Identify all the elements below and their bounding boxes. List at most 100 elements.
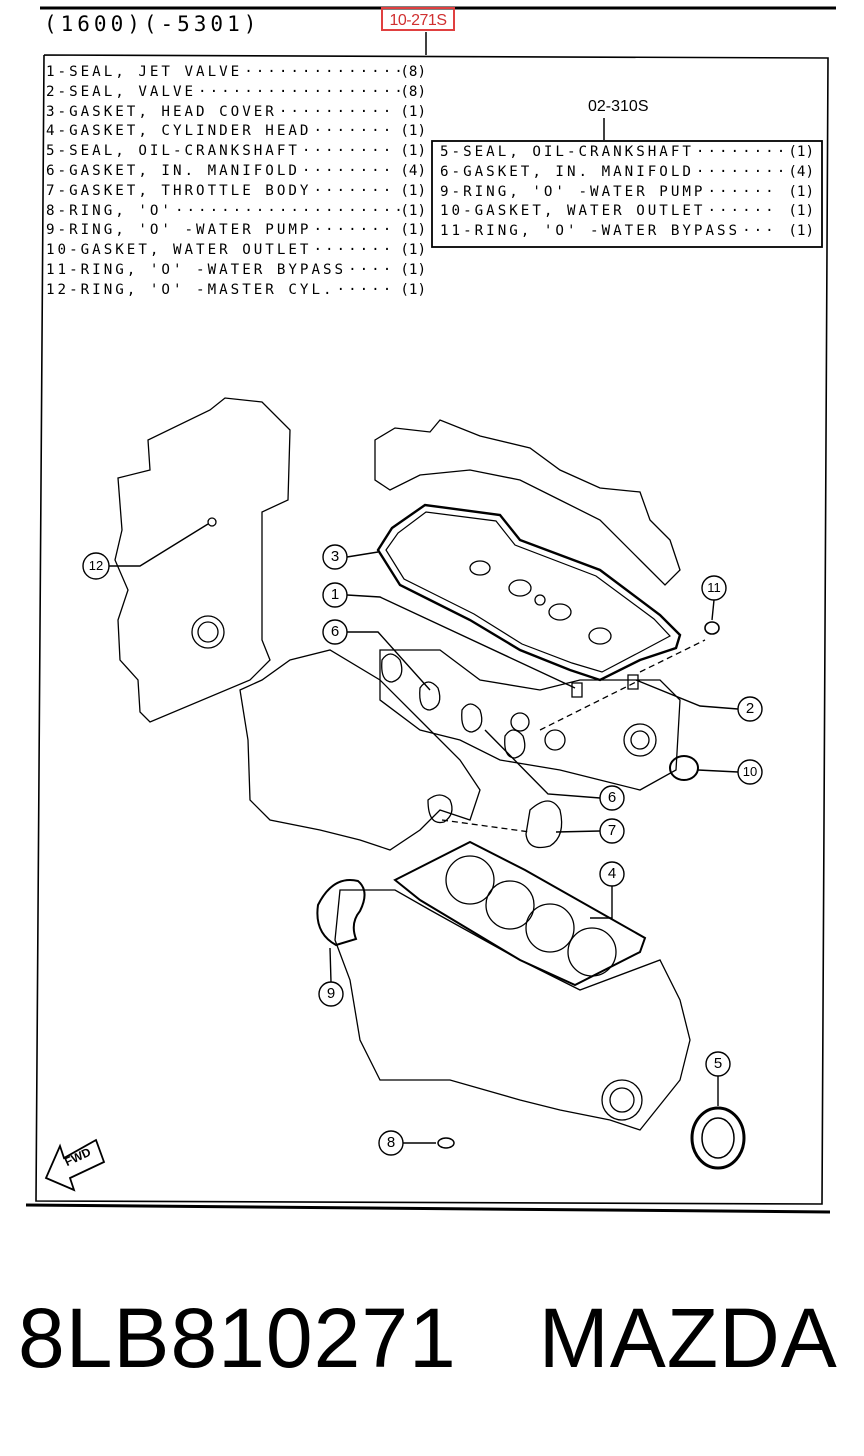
callout-number: 8 [386, 1134, 396, 1151]
part-name: 11-RING, 'O' -WATER BYPASS [46, 261, 347, 278]
fwd-arrow-icon [44, 1138, 106, 1192]
part-qty: (8) [400, 83, 426, 100]
part-qty: (8) [400, 64, 426, 80]
callout-number: 4 [607, 865, 617, 882]
leader-dots: ·············· [244, 64, 406, 80]
part-name: 7-GASKET, THROTTLE BODY [46, 182, 312, 199]
part-name: 8-RING, 'O' [46, 202, 173, 219]
part-qty: (1) [400, 123, 426, 140]
parts-list-row: 12-RING, 'O' -MASTER CYL.····· (1) [46, 282, 426, 302]
engine-drawing [114, 397, 746, 1170]
leader-dots: ···················· [174, 202, 406, 219]
part-qty: (1) [400, 222, 426, 239]
part-name: 9-RING, 'O' -WATER PUMP [440, 183, 706, 200]
part-name: 2-SEAL, VALVE [46, 83, 197, 100]
parts-list-row: 6-GASKET, IN. MANIFOLD········ (4) [46, 163, 426, 183]
parts-list-row: 10-GASKET, WATER OUTLET······(1) [440, 203, 814, 223]
callout-number: 11 [707, 580, 721, 595]
part-qty: (1) [400, 182, 426, 199]
parts-list-row: 1-SEAL, JET VALVE··············(8) [46, 64, 426, 84]
o-ring [437, 1137, 455, 1149]
footer-text: 8LB810271 MAZDA [18, 1290, 838, 1387]
subkit-list: 5-SEAL, OIL-CRANKSHAFT········(1)6-GASKE… [440, 144, 814, 243]
callout-number: 2 [745, 700, 755, 717]
bottom-rule [25, 1203, 831, 1214]
part-qty: (1) [400, 242, 426, 259]
water-outlet-gasket [669, 755, 699, 781]
leader-dots: ······ [707, 203, 777, 220]
engine-block [239, 649, 481, 851]
part-name: 9-RING, 'O' -WATER PUMP [46, 222, 312, 239]
callout-number: 5 [713, 1055, 723, 1072]
part-qty: (1) [788, 223, 814, 240]
leader-dots: ····· [336, 281, 395, 298]
leader-dots: ······· [313, 222, 395, 239]
valve-seal [627, 674, 639, 690]
leader-dots: ······· [313, 123, 395, 140]
callout-number: 10 [742, 764, 758, 779]
part-name: 6-GASKET, IN. MANIFOLD [440, 163, 694, 180]
parts-list-row: 4-GASKET, CYLINDER HEAD······· (1) [46, 123, 426, 143]
parts-list-row: 11-RING, 'O' -WATER BYPASS··· (1) [440, 223, 814, 243]
part-name: 11-RING, 'O' -WATER BYPASS [440, 223, 741, 240]
part-qty: (1) [788, 144, 814, 160]
model-range: (1600)(-5301) [44, 12, 261, 36]
parts-list-row: 5-SEAL, OIL-CRANKSHAFT········(1) [440, 144, 814, 164]
cylinder-head-cover-outline [374, 419, 681, 586]
leader-dots: ··· [742, 223, 777, 240]
valve-seal-jet [571, 682, 583, 698]
leader-dots: ······· [313, 182, 395, 199]
throttle-body-gasket [525, 800, 563, 849]
leader-dots: ········ [695, 144, 789, 160]
part-name: 6-GASKET, IN. MANIFOLD [46, 162, 300, 179]
leader-dots: ···· [348, 261, 395, 278]
subkit-code: 02-310S [588, 98, 649, 115]
part-name: 1-SEAL, JET VALVE [46, 64, 243, 80]
part-qty: (1) [400, 281, 426, 298]
leader-dots: ········ [301, 162, 395, 179]
leader-dots: ········ [301, 143, 395, 160]
parts-list-row: 5-SEAL, OIL-CRANKSHAFT········(1) [46, 143, 426, 163]
leader-dots: ·················· [198, 83, 406, 100]
callouts [82, 523, 763, 1156]
callout-number: 12 [88, 558, 104, 573]
head-gasket [393, 840, 647, 987]
intake-gasket-a [381, 653, 403, 683]
timing-cover-seal [191, 615, 225, 649]
part-name: 10-GASKET, WATER OUTLET [46, 242, 312, 259]
water-pump-ring [316, 879, 366, 947]
part-name: 3-GASKET, HEAD COVER [46, 103, 277, 120]
part-qty: (4) [788, 163, 814, 180]
part-qty: (4) [400, 162, 426, 179]
timing-cover [114, 397, 291, 723]
callout-number: 7 [607, 822, 617, 839]
part-qty: (1) [788, 183, 814, 200]
subkit-box [431, 140, 823, 248]
part-name: 10-GASKET, WATER OUTLET [440, 203, 706, 220]
part-name: 5-SEAL, OIL-CRANKSHAFT [440, 144, 694, 160]
parts-list: 1-SEAL, JET VALVE··············(8) 2-SEA… [46, 64, 426, 302]
footer-brand: MAZDA [538, 1291, 838, 1385]
parts-list-row: 6-GASKET, IN. MANIFOLD········(4) [440, 164, 814, 184]
head-cover-gasket [376, 503, 682, 682]
part-name: 4-GASKET, CYLINDER HEAD [46, 123, 312, 140]
callout-number: 6 [607, 789, 617, 806]
parts-list-row: 8-RING, 'O'····················(1) [46, 203, 426, 223]
part-name: 12-RING, 'O' -MASTER CYL. [46, 281, 335, 298]
diagram-frame [35, 54, 829, 1205]
part-qty: (1) [400, 261, 426, 278]
part-qty: (1) [400, 143, 426, 160]
part-qty: (1) [400, 103, 426, 120]
footer-part-code: 8LB810271 [18, 1291, 457, 1385]
parts-list-row: 3-GASKET, HEAD COVER··········(1) [46, 104, 426, 124]
parts-list-row: 7-GASKET, THROTTLE BODY······· (1) [46, 183, 426, 203]
leader-dots: ········ [695, 163, 789, 180]
part-number-box[interactable]: 10-271S [381, 7, 455, 31]
parts-list-row: 9-RING, 'O' -WATER PUMP······ (1) [440, 184, 814, 204]
parts-list-row: 10-GASKET, WATER OUTLET·······(1) [46, 242, 426, 262]
intake-gasket-c [461, 703, 483, 733]
throttle-body [427, 794, 453, 824]
callout-number: 1 [330, 586, 340, 603]
leader-dots: ······ [707, 183, 777, 200]
